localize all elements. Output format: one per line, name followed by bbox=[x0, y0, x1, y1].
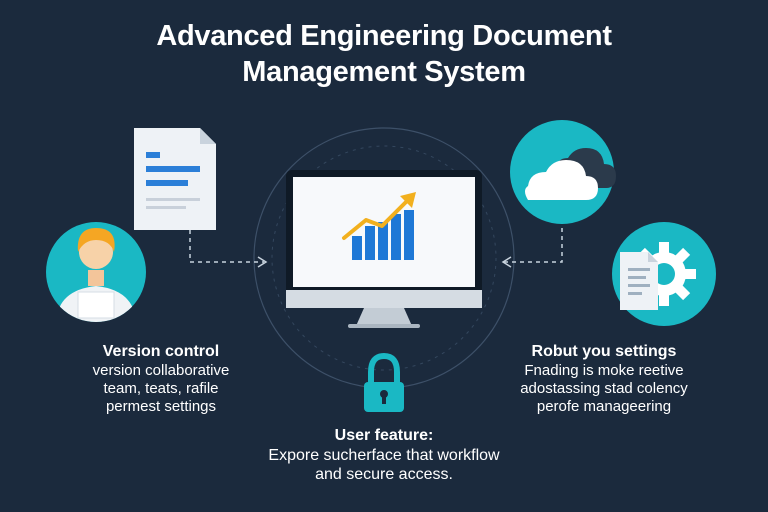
settings-block: Robut you settings Fnading is moke reeti… bbox=[488, 342, 720, 416]
version-control-line-2: team, teats, rafile bbox=[103, 380, 219, 397]
user-feature-line-2: and secure access. bbox=[315, 466, 453, 483]
connector-left bbox=[189, 230, 268, 268]
title-line-1: Advanced Engineering Document bbox=[156, 20, 612, 52]
bar-chart-icon bbox=[342, 192, 416, 260]
settings-line-2: adostassing stad colency bbox=[520, 380, 688, 397]
version-control-block: Version control version collaborative te… bbox=[56, 342, 266, 416]
settings-line-1: Fnading is moke reetive bbox=[524, 362, 684, 379]
settings-line-3: perofe manageering bbox=[536, 398, 672, 415]
user-feature-line-1: Expore sucherface that workflow bbox=[268, 447, 500, 464]
connector-right bbox=[501, 212, 563, 268]
document-icon[interactable] bbox=[134, 128, 216, 230]
user-avatar-icon[interactable] bbox=[46, 222, 146, 322]
user-feature-block: User feature: Expore sucherface that wor… bbox=[214, 426, 554, 484]
user-feature-heading: User feature: bbox=[334, 427, 434, 444]
settings-heading: Robut you settings bbox=[531, 343, 677, 360]
version-control-line-1: version collaborative bbox=[92, 362, 230, 379]
title-line-2: Management System bbox=[242, 56, 526, 88]
version-control-heading: Version control bbox=[102, 343, 220, 360]
document-gear-icon[interactable] bbox=[612, 222, 716, 326]
page-title: Advanced Engineering Document Management… bbox=[0, 18, 768, 90]
cloud-icon[interactable] bbox=[510, 120, 616, 224]
padlock-icon[interactable] bbox=[364, 352, 404, 412]
version-control-line-3: permest settings bbox=[105, 398, 217, 415]
inner-orbit-ring bbox=[271, 145, 497, 371]
